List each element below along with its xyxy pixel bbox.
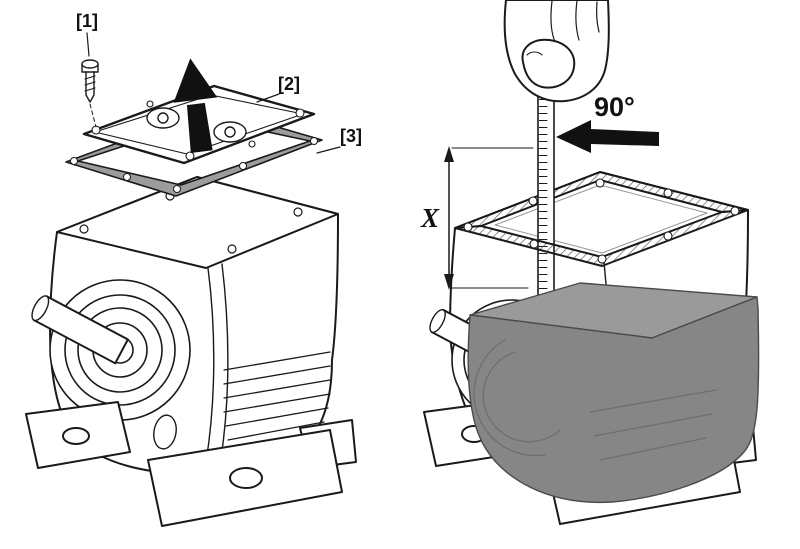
angle-label: 90°	[594, 92, 635, 122]
gear-unit-housing-left	[25, 176, 357, 527]
figure-cover-removal: [1] [2] [3]	[25, 11, 362, 527]
label-screw: [1]	[76, 11, 98, 31]
thumb	[521, 38, 576, 89]
cover-bosses	[146, 107, 247, 143]
callout-3: [3]	[316, 126, 362, 154]
label-gasket: [3]	[340, 126, 362, 146]
label-cover: [2]	[278, 74, 300, 94]
leader-line	[256, 93, 280, 103]
oil-contour-lines	[473, 339, 717, 461]
leader-line	[86, 32, 90, 57]
leader-line	[316, 146, 341, 154]
inner-wall-edge	[494, 184, 708, 254]
dimension-label: X	[420, 203, 440, 233]
angle-annotation: 90°	[556, 92, 659, 153]
output-shaft	[31, 295, 129, 365]
removal-direction-arrow	[173, 58, 218, 153]
screw	[81, 59, 99, 128]
callout-2: [2]	[256, 74, 300, 103]
oil-fill-mass	[467, 282, 760, 504]
rim-hatch-front	[454, 209, 749, 267]
drain-oval	[153, 414, 177, 450]
figure-oil-level-measurement: 90° X	[420, 0, 760, 525]
rim-bolt-holes	[463, 178, 740, 264]
oil-level-dimension: X	[420, 146, 534, 290]
mounting-feet-left-figure	[25, 401, 357, 527]
hand	[503, 0, 610, 103]
angle-arrow	[556, 120, 659, 153]
callout-1: [1]	[76, 11, 98, 57]
